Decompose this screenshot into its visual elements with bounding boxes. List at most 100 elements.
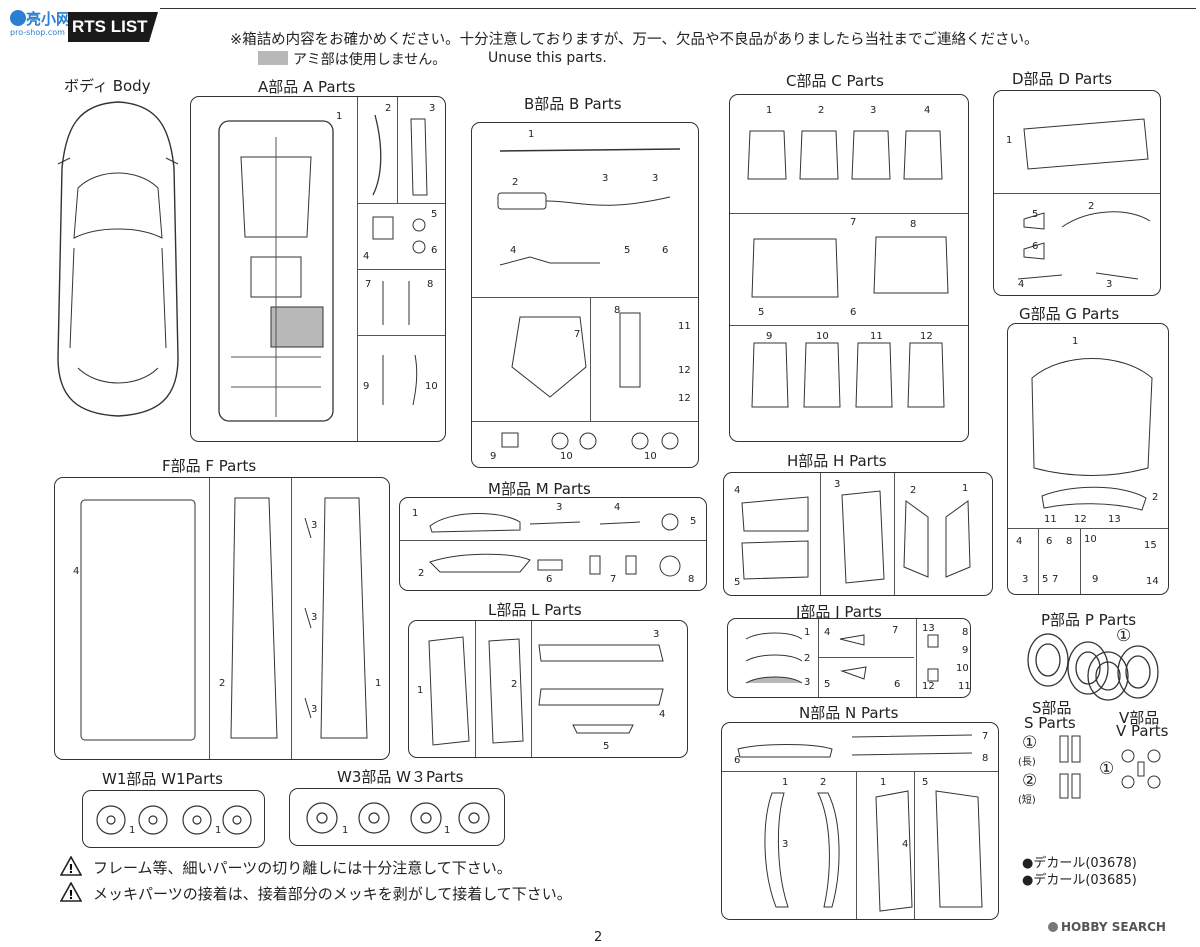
part-number-label: 1 (129, 825, 136, 836)
g-parts-title: G部品 G Parts (1019, 305, 1120, 323)
m-parts-frame: 1 3 4 5 2 6 7 8 (399, 497, 707, 591)
section-divider (1008, 528, 1168, 529)
part-number-label: 3 (653, 629, 660, 640)
part-number-label: 3 (1022, 574, 1029, 585)
part-number-label: 4 (734, 485, 741, 496)
part-number-label: 9 (363, 381, 370, 392)
a1-floor-pan (218, 120, 334, 422)
p-tires-drawing (1027, 633, 1159, 701)
part-number-label: 6 (662, 245, 669, 256)
unuse-jp: アミ部は使用しません。 (293, 52, 447, 68)
section-divider (856, 771, 857, 919)
section-divider (818, 619, 819, 697)
section-divider (914, 771, 915, 919)
f-chassis-drawing (80, 497, 368, 741)
l-bumper-drawing (428, 636, 664, 746)
part-number-label: 8 (427, 279, 434, 290)
part-number-label: 10 (560, 451, 573, 462)
section-divider (209, 478, 210, 759)
part-number-label: 1 (336, 111, 343, 122)
part-number-label: 9 (490, 451, 497, 462)
part-number-label: 3 (782, 839, 789, 850)
warning-text-2: メッキパーツの接着は、接着部分のメッキを剥がして接着して下さい。 (93, 885, 572, 903)
w3-parts-title: W3部品 W３Parts (337, 768, 464, 786)
part-number-label: 13 (922, 623, 935, 634)
part-number-label: 3 (652, 173, 659, 184)
f-parts-title: F部品 F Parts (162, 457, 257, 475)
j-grille-drawing (745, 632, 939, 684)
v-parts-title-en: V Parts (1116, 722, 1169, 740)
m-parts-drawing (429, 513, 681, 577)
part-number-label: 7 (1052, 574, 1059, 585)
section-divider (291, 478, 292, 759)
section-divider (730, 213, 968, 214)
part-number-label: 1 (342, 825, 349, 836)
unuse-en: Unuse this parts. (488, 50, 607, 66)
page-number: 2 (594, 930, 603, 945)
w1-parts-frame: 1 1 (82, 790, 265, 848)
h-parts-title: H部品 H Parts (787, 452, 887, 470)
part-number-label: 3 (311, 612, 318, 623)
h-glass-drawing (741, 490, 971, 584)
part-number-label: 12 (922, 681, 935, 692)
part-number-label: 8 (688, 574, 695, 585)
part-number-label: 5 (824, 679, 831, 690)
warning-icon-2: ! (60, 882, 82, 902)
part-number-label: 1 (766, 105, 773, 116)
part-number-label: 4 (1016, 536, 1023, 547)
part-number-label: 3 (602, 173, 609, 184)
part-number-label: 7 (892, 625, 899, 636)
part-number-label: 4 (510, 245, 517, 256)
part-number-label: 12 (1074, 514, 1087, 525)
j-parts-title: J部品 J Parts (796, 603, 882, 621)
part-number-label: 1 (782, 777, 789, 788)
g-parts-frame: 1 2 11 12 13 4 6 8 10 15 3 5 7 9 14 (1007, 323, 1169, 595)
body-shell-drawing (57, 101, 179, 417)
unuse-swatch (258, 51, 288, 65)
part-number-label: 10 (425, 381, 438, 392)
part-number-label: 4 (924, 105, 931, 116)
part-number-label: 1 (528, 129, 535, 140)
part-number-label: 11 (1044, 514, 1057, 525)
section-divider (818, 657, 914, 658)
n-parts-title: N部品 N Parts (799, 704, 899, 722)
part-number-label: 3 (311, 520, 318, 531)
part-number-label: 3 (429, 103, 436, 114)
v-parts-drawing (1121, 749, 1161, 789)
part-number-label: 6 (894, 679, 901, 690)
f-parts-frame: 4 2 3 3 3 1 (54, 477, 390, 760)
section-divider (730, 325, 968, 326)
a-small-parts (372, 114, 428, 406)
part-number-label: 3 (556, 502, 563, 513)
w3-parts-frame: 1 1 (289, 788, 505, 846)
part-number-label: 9 (1092, 574, 1099, 585)
l-parts-frame: 1 2 3 4 5 (408, 620, 688, 758)
part-number-label: 1 (962, 483, 969, 494)
l-parts-title: L部品 L Parts (488, 601, 582, 619)
parts-list-title: RTS LIST (68, 12, 158, 42)
part-number-label: 3 (804, 677, 811, 688)
logo-mark-icon (10, 10, 26, 26)
part-number-label: 2 (219, 678, 226, 689)
v-number: ① (1099, 759, 1115, 779)
svg-text:!: ! (68, 862, 73, 876)
caution-text: ※箱詰め内容をお確かめください。十分注意しておりますが、万一、欠品や不良品があり… (230, 32, 1039, 48)
part-number-label: 1 (880, 777, 887, 788)
part-number-label: 5 (624, 245, 631, 256)
w1-wheels-drawing (96, 805, 252, 835)
part-number-label: 5 (603, 741, 610, 752)
a-parts-frame: 1 2 3 5 4 6 7 8 9 10 (190, 96, 446, 442)
section-divider (722, 771, 998, 772)
part-number-label: 12 (678, 365, 691, 376)
section-divider (475, 621, 476, 757)
part-number-label: 14 (1146, 576, 1159, 587)
m-parts-title: M部品 M Parts (488, 480, 591, 498)
part-number-label: 4 (73, 566, 80, 577)
part-number-label: 15 (1144, 540, 1157, 551)
p-number: ① (1116, 626, 1132, 646)
decal-1: ●デカール(03678) (1022, 856, 1137, 871)
a-parts-title: A部品 A Parts (258, 78, 356, 96)
part-number-label: 4 (1018, 279, 1025, 290)
logo-subtext: pro-shop.com (10, 28, 65, 37)
part-number-label: 8 (614, 305, 621, 316)
